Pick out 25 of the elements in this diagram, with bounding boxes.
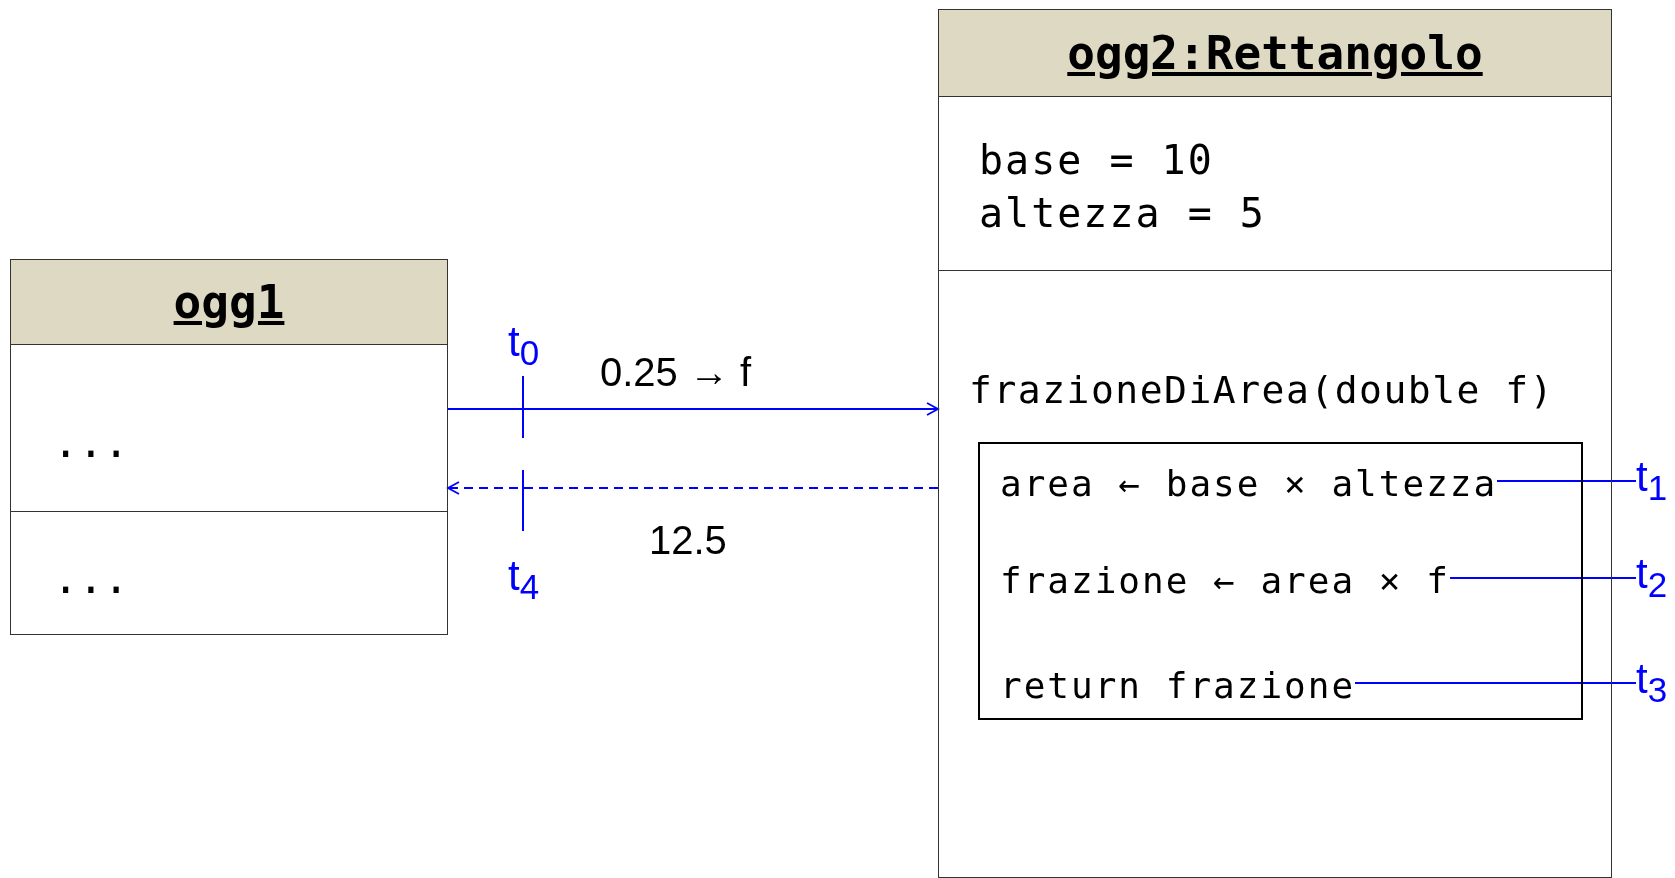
object-box	[938, 9, 1612, 878]
attribute-text: base = 10	[979, 137, 1214, 183]
time-label: t$_{2}$	[1636, 546, 1672, 602]
code-statement: return frazione	[1000, 664, 1356, 708]
ellipsis: ...	[53, 554, 129, 603]
edge-label: 0.25 → f	[600, 350, 752, 395]
edge-label: 12.5	[649, 518, 727, 563]
leader-line	[1354, 682, 1637, 684]
time-label: t$_{4}$	[508, 552, 540, 608]
time-label: t$_{0}$	[508, 318, 540, 374]
time-label: t$_{1}$	[1636, 449, 1672, 505]
object-name: ogg1	[172, 275, 286, 329]
leader-line	[1496, 480, 1637, 482]
code-statement: area ← base × altezza	[1000, 462, 1498, 506]
method-body-box	[978, 442, 1583, 720]
leader-line	[1449, 577, 1637, 579]
time-label: t$_{3}$	[1636, 651, 1672, 707]
method-signature: frazioneDiArea(double f)	[969, 368, 1555, 412]
attribute-text: altezza = 5	[979, 190, 1266, 236]
ellipsis: ...	[53, 418, 129, 467]
code-statement: frazione ← area × f	[1000, 559, 1450, 603]
message-arrow	[447, 481, 939, 495]
object-name: ogg2:Rettangolo	[1066, 26, 1484, 80]
object-box	[10, 259, 448, 635]
message-arrow	[447, 402, 939, 416]
